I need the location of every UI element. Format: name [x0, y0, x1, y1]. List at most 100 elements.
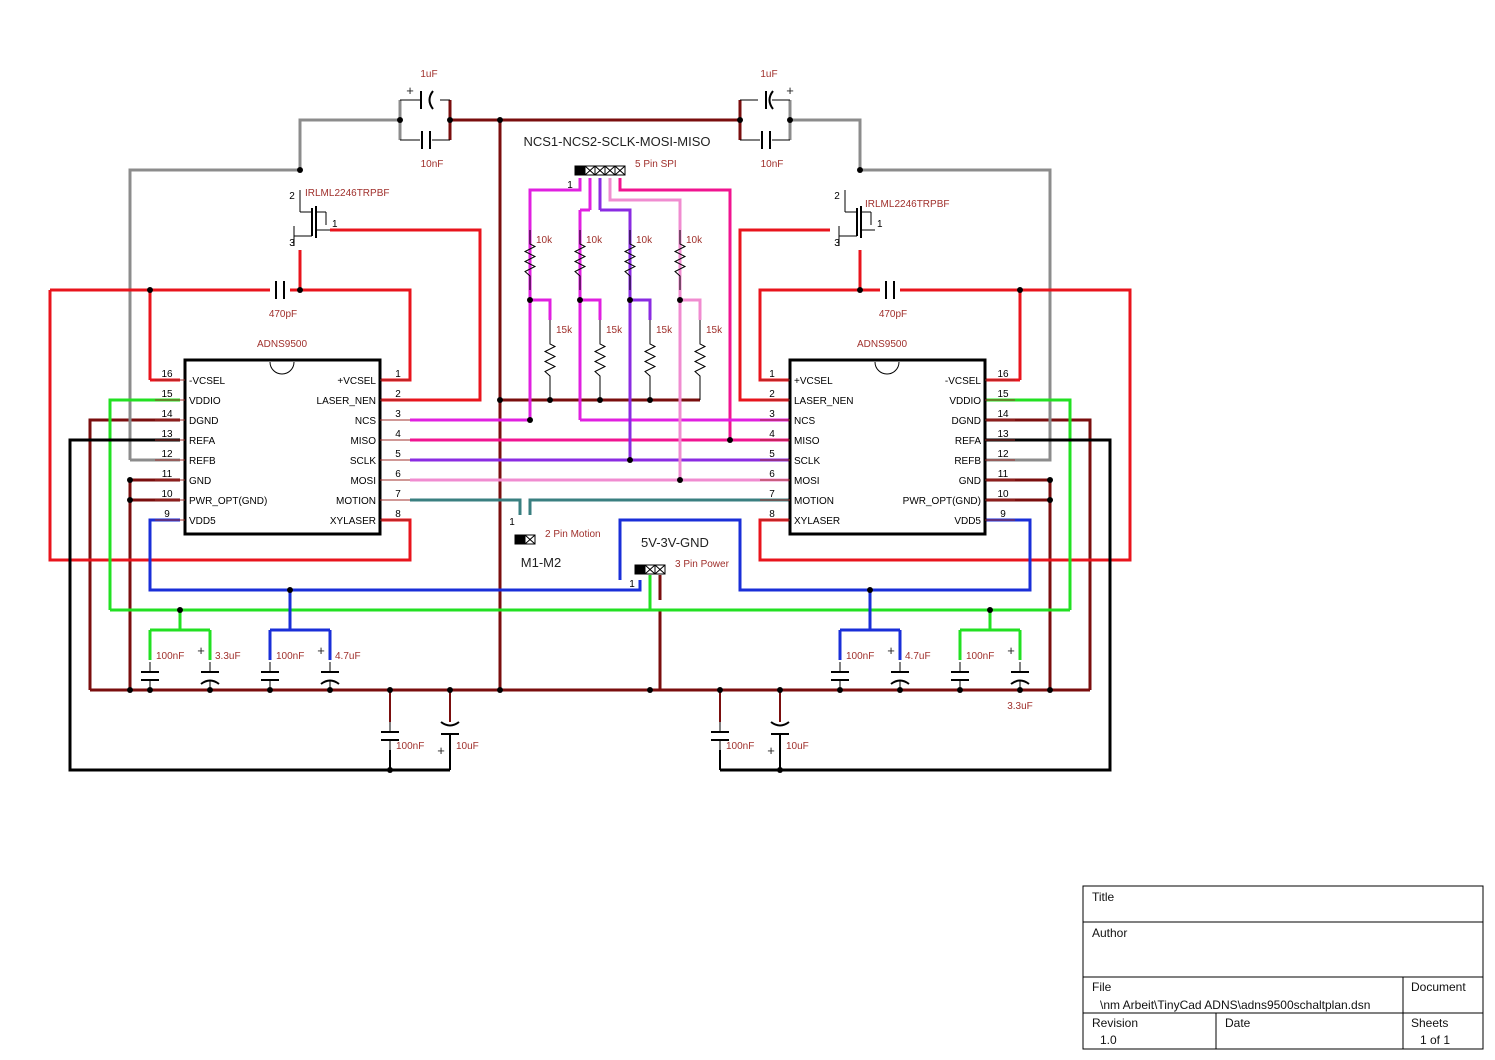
label-text: XYLASER: [794, 516, 840, 527]
label-text: 15k: [656, 325, 673, 336]
label-text: SCLK: [350, 456, 376, 467]
ic-body: [788, 358, 987, 536]
label-text: XYLASER: [330, 516, 376, 527]
junction-dot: [987, 607, 993, 613]
label-text: 1: [332, 219, 338, 230]
elco-curve: [440, 721, 460, 727]
junction-dot: [627, 297, 633, 303]
label-text: 10nF: [761, 159, 784, 170]
label-text: 10k: [636, 235, 653, 246]
label-text: 100nF: [726, 741, 754, 752]
label-text: 5: [769, 449, 775, 460]
label-text: GND: [189, 476, 211, 487]
label-text: File: [1092, 980, 1112, 994]
label-text: ADNS9500: [257, 339, 307, 350]
label-text: 9: [164, 509, 170, 520]
label-text: +VCSEL: [337, 376, 376, 387]
junction-dot: [627, 457, 633, 463]
wire: [528, 178, 582, 300]
junction-dot: [297, 167, 303, 173]
resistor: [693, 320, 707, 400]
junction-dot: [447, 117, 453, 123]
label-text: 10uF: [786, 741, 809, 752]
label-text: 1: [395, 369, 401, 380]
connector-pin: [574, 165, 586, 176]
junction-dot: [127, 687, 133, 693]
label-text: Author: [1092, 926, 1127, 940]
wire: [68, 438, 450, 772]
label-text: Sheets: [1411, 1016, 1448, 1030]
label-text: 10uF: [456, 741, 479, 752]
label-text: 10k: [686, 235, 703, 246]
junction-dot: [857, 167, 863, 173]
resistor: [623, 230, 637, 290]
junction-dot: [287, 587, 293, 593]
label-text: NCS: [355, 416, 376, 427]
label-text: 2: [395, 389, 401, 400]
label-text: 3: [289, 238, 295, 249]
line: [594, 165, 606, 176]
label-text: 3: [834, 238, 840, 249]
label-text: +: [197, 643, 205, 658]
label-text: GND: [959, 476, 981, 487]
label-text: LASER_NEN: [794, 396, 853, 407]
junction-dot: [127, 497, 133, 503]
label-text: 9: [1000, 509, 1006, 520]
label-text: MISO: [794, 436, 820, 447]
junction-dot: [177, 607, 183, 613]
label-text: 11: [162, 469, 173, 480]
label-text: 2: [834, 191, 840, 202]
label-text: 13: [161, 429, 173, 440]
wire: [720, 438, 1112, 772]
label-text: 3: [395, 409, 401, 420]
label-text: 12: [997, 449, 1009, 460]
label-text: +: [406, 83, 414, 98]
wire: [630, 298, 652, 320]
label-text: 2 Pin Motion: [545, 529, 601, 540]
resistor: [543, 320, 557, 400]
wire: [600, 208, 632, 460]
label-text: 16: [161, 369, 173, 380]
label-text: Document: [1411, 980, 1466, 994]
label-text: IRLML2246TRPBF: [305, 188, 389, 199]
line: [614, 165, 626, 176]
label-text: +VCSEL: [794, 376, 833, 387]
title-block-frame: [1082, 885, 1484, 1050]
wire: [680, 298, 702, 320]
components: [141, 90, 1484, 1050]
label-text: LASER_NEN: [317, 396, 376, 407]
label-text: 15k: [556, 325, 573, 336]
wire: [330, 228, 482, 402]
title-block: [1082, 885, 1484, 1050]
label-text: 10: [997, 489, 1009, 500]
label-text: 3.3uF: [215, 651, 241, 662]
label-text: MISO: [350, 436, 376, 447]
junction-dot: [1047, 687, 1053, 693]
label-text: +: [887, 643, 895, 658]
label-text: 14: [161, 409, 173, 420]
junction-dot: [497, 687, 503, 693]
junction-dot: [857, 287, 863, 293]
label-text: 15k: [606, 325, 623, 336]
wire: [298, 118, 400, 170]
label-text: 100nF: [966, 651, 994, 662]
label-text: NCS: [794, 416, 815, 427]
label-text: MOSI: [794, 476, 820, 487]
junction-dot: [297, 287, 303, 293]
line: [584, 165, 596, 176]
junction-dot: [737, 117, 743, 123]
junction-dots: [127, 117, 1053, 773]
ic-body: [183, 358, 382, 536]
junction-dot: [577, 297, 583, 303]
label-text: 3.3uF: [1007, 701, 1033, 712]
label-text: 4.7uF: [905, 651, 931, 662]
junction-dot: [867, 587, 873, 593]
label-text: 100nF: [156, 651, 184, 662]
label-text: 15: [161, 389, 173, 400]
label-text: Revision: [1092, 1016, 1138, 1030]
label-text: 3 Pin Power: [675, 559, 730, 570]
label-text: REFA: [189, 436, 215, 447]
label-text: 1 of 1: [1420, 1033, 1450, 1047]
label-text: 7: [395, 489, 401, 500]
wire: [860, 168, 1052, 462]
